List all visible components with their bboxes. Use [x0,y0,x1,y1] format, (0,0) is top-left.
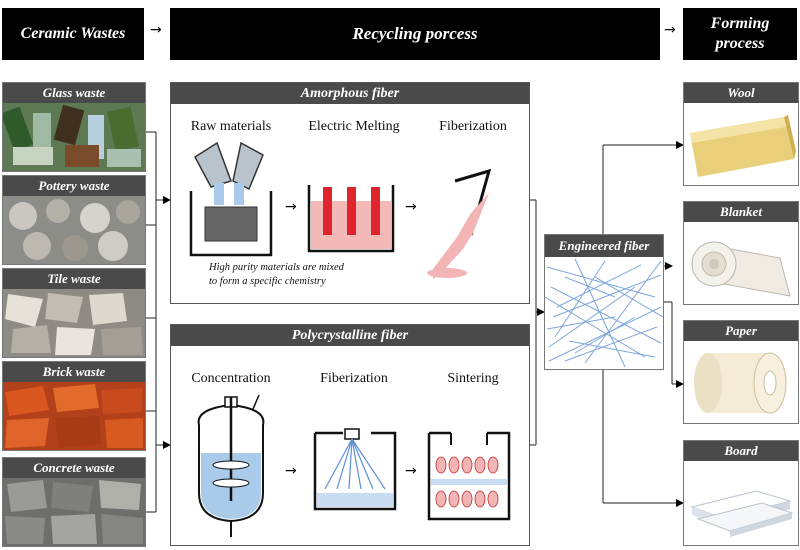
pottery-waste-image [3,196,145,264]
polycrystalline-fiber-panel: Polycrystalline fiber Concentration Fibe… [170,324,530,546]
svg-text:→: → [405,463,417,479]
svg-text:→: → [285,199,297,215]
tile-waste-image [3,289,145,357]
arrow-icon: → [150,22,162,38]
note-line-2: to form a specific chemistry [209,276,326,287]
product-paper: Paper [683,320,799,424]
waste-label: Concrete waste [3,458,145,478]
product-label: Board [684,441,798,461]
board-image [690,490,794,537]
blanket-roll-image [691,241,791,297]
step-electric-melting: Electric Melting [308,119,400,134]
engineered-fiber-box: Engineered fiber [544,234,664,370]
waste-pottery: Pottery waste [2,175,146,265]
product-label: Blanket [684,202,798,222]
svg-text:→: → [405,199,417,215]
panel-title: Amorphous fiber [171,83,529,104]
product-board: Board [683,440,799,546]
product-label: Wool [684,83,798,103]
waste-glass: Glass waste [2,82,146,172]
panel-title: Polycrystalline fiber [171,325,529,346]
waste-label: Brick waste [3,362,145,382]
product-blanket: Blanket [683,201,799,305]
waste-brick: Brick waste [2,361,146,451]
header-recycling-process: Recycling porcess [170,8,660,60]
step-fiberization: Fiberization [320,371,388,386]
header-forming-process: Forming process [683,8,797,60]
glass-waste-image [3,103,145,171]
paper-roll-image [694,352,787,414]
wool-image [690,115,796,177]
waste-concrete: Concrete waste [2,457,146,547]
polycrystalline-illustration: → → [197,394,511,537]
step-concentration: Concentration [191,371,271,386]
fiber-mesh-image [545,258,663,368]
step-raw-materials: Raw materials [190,119,272,134]
waste-label: Pottery waste [3,176,145,196]
concrete-waste-image [3,478,145,546]
waste-label: Glass waste [3,83,145,103]
note-line-1: High purity materials are mixed [209,262,344,273]
svg-text:→: → [285,463,297,479]
engineered-fiber-label: Engineered fiber [545,235,663,257]
step-sintering: Sintering [447,371,499,386]
brick-waste-image [3,382,145,450]
amorphous-illustration: → → [189,141,492,279]
waste-label: Tile waste [3,269,145,289]
arrow-icon: → [664,22,676,38]
product-wool: Wool [683,82,799,186]
amorphous-fiber-panel: Amorphous fiber Raw materials Electric M… [170,82,530,304]
waste-tile: Tile waste [2,268,146,358]
step-fiberization: Fiberization [439,119,507,134]
product-label: Paper [684,321,798,341]
header-ceramic-wastes: Ceramic Wastes [2,8,144,60]
